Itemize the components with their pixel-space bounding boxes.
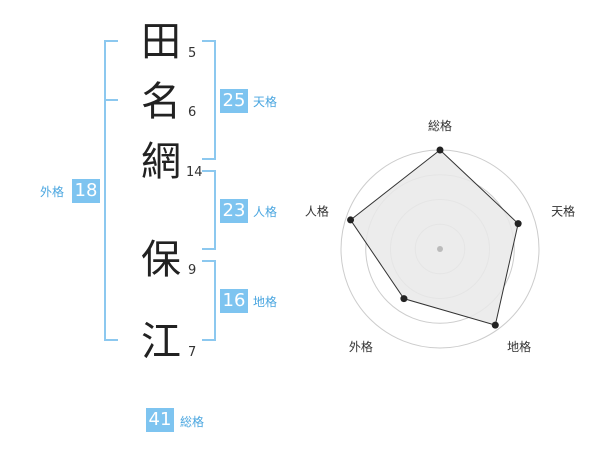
tenkaku-bracket [202, 40, 216, 160]
radar-point-5 [347, 216, 355, 224]
jinkaku-bracket [202, 170, 216, 250]
radar-point-2 [514, 220, 522, 228]
stroke-count-2: 6 [188, 105, 197, 120]
chikaku-value: 16 [220, 289, 248, 313]
chikaku-label: 地格 [253, 295, 278, 309]
jinkaku-label: 人格 [253, 205, 278, 219]
stroke-count-5: 7 [188, 345, 197, 360]
radar-axis-label-3: 地格 [507, 339, 531, 354]
radar-axis-label-1: 総格 [428, 118, 452, 133]
stroke-count-3: 14 [186, 165, 203, 180]
radar-point-4 [400, 295, 408, 303]
chikaku-bracket [202, 260, 216, 341]
gaikaku-label: 外格 [40, 185, 65, 199]
stroke-count-1: 5 [188, 46, 197, 61]
jinkaku-value: 23 [220, 199, 248, 223]
name-char-1: 田 [141, 19, 181, 65]
gaikaku-bracket-mid [104, 99, 118, 101]
radar-polygon [349, 149, 519, 326]
radar-axis-label-4: 外格 [349, 339, 373, 354]
radar-center-dot [437, 246, 443, 252]
name-char-4: 保 [141, 237, 181, 283]
stroke-count-4: 9 [188, 263, 197, 278]
radar-point-1 [436, 146, 444, 154]
gaikaku-bracket [104, 40, 118, 341]
radar-axis-label-2: 天格 [551, 204, 575, 219]
tenkaku-value: 25 [220, 89, 248, 113]
name-char-5: 江 [141, 319, 181, 365]
gaikaku-value: 18 [72, 179, 100, 203]
radar-point-3 [491, 321, 499, 329]
name-char-3: 網 [141, 139, 181, 185]
tenkaku-label: 天格 [253, 95, 278, 109]
radar-axis-label-5: 人格 [305, 204, 329, 219]
soukaku-label: 総格 [180, 415, 205, 429]
soukaku-value: 41 [146, 408, 174, 432]
name-char-2: 名 [141, 79, 181, 125]
